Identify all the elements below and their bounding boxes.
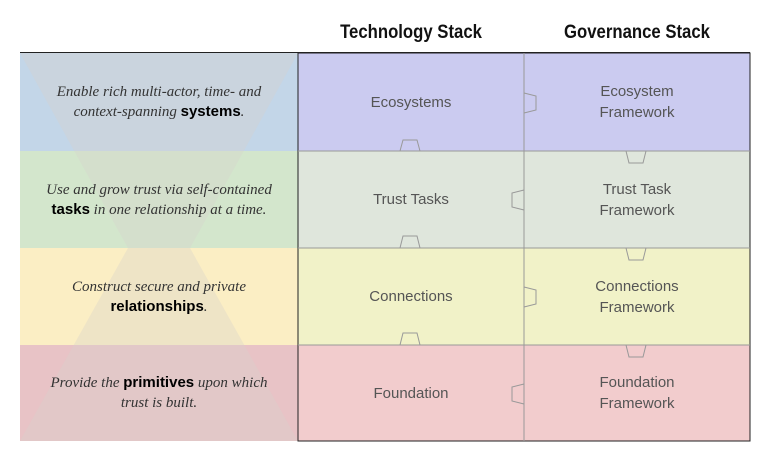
description-primitives-text: Provide the primitives upon which trust … <box>50 374 268 411</box>
keyword-systems: systems <box>180 103 241 120</box>
tech-cell-foundation: Foundation <box>298 345 524 441</box>
tech-label-ecosystems: Ecosystems <box>370 93 452 111</box>
description-relationships-text: Construct secure and private relationshi… <box>71 278 246 315</box>
band-systems <box>20 53 298 151</box>
band-primitives <box>20 345 298 441</box>
description-primitives: Provide the primitives upon which trust … <box>20 345 298 441</box>
tech-cell-trust-tasks: Trust Tasks <box>298 151 524 248</box>
keyword-relationships: relationships <box>110 297 204 315</box>
tech-label-foundation: Foundation <box>373 384 449 402</box>
keyword-primitives: primitives <box>123 374 195 391</box>
description-tasks: Use and grow trust via self-contained ta… <box>20 151 298 248</box>
band-relationships <box>20 248 298 345</box>
tech-cell-ecosystems: Ecosystems <box>298 53 524 151</box>
description-systems-text: Enable rich multi-actor, time- and conte… <box>56 84 262 120</box>
description-tasks-text: Use and grow trust via self-contained ta… <box>46 181 272 218</box>
description-relationships: Construct secure and private relationshi… <box>20 248 298 345</box>
tech-label-trust-tasks: Trust Tasks <box>373 191 449 208</box>
header-technology-stack: Technology Stack <box>340 22 482 43</box>
header-governance-stack: Governance Stack <box>564 22 710 43</box>
tech-cell-connections: Connections <box>298 248 524 345</box>
keyword-tasks: tasks <box>51 200 90 218</box>
band-tasks <box>20 151 298 248</box>
tech-label-connections: Connections <box>369 288 453 305</box>
description-systems: Enable rich multi-actor, time- and conte… <box>20 53 298 151</box>
